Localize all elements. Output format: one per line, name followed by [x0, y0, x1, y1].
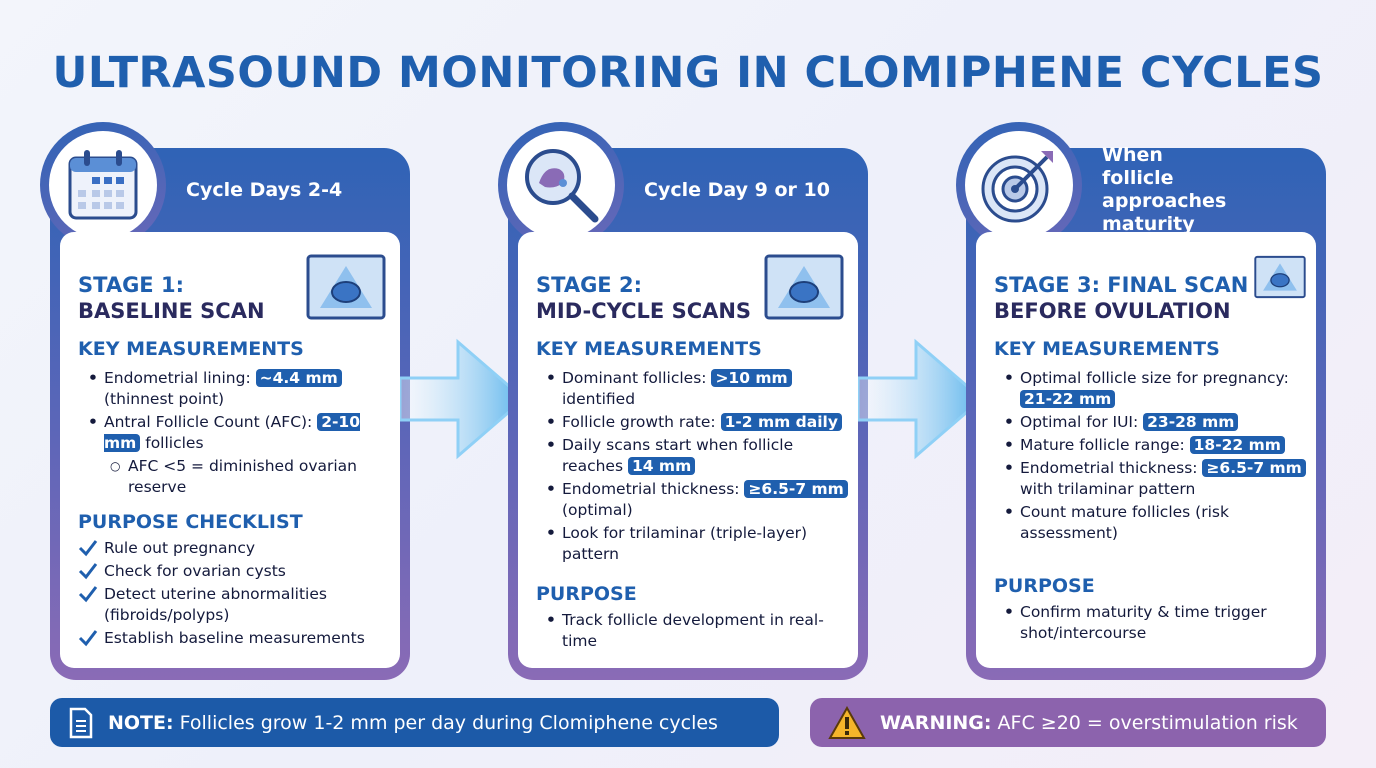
list-item: Count mature follicles (risk assessment)	[992, 502, 1308, 544]
list-item: Endometrial thickness: ≥6.5-7 mm (optima…	[534, 479, 850, 521]
warning-icon	[828, 705, 866, 739]
note-banner: NOTE: Follicles grow 1-2 mm per day duri…	[50, 698, 779, 747]
checkmark-icon	[78, 630, 98, 647]
stage-1-icon-badge	[40, 122, 166, 248]
warning-banner: WARNING: AFC ≥20 = overstimulation risk	[810, 698, 1326, 747]
ultrasound-icon	[1254, 255, 1306, 299]
stage-3-key-heading: KEY MEASUREMENTS	[994, 338, 1220, 360]
page-title: ULTRASOUND MONITORING IN CLOMIPHENE CYCL…	[52, 48, 1324, 98]
stage-1-key-heading: KEY MEASUREMENTS	[78, 338, 304, 360]
warning-text: AFC ≥20 = overstimulation risk	[991, 711, 1298, 734]
note-label: NOTE:	[108, 711, 174, 734]
list-item: Dominant follicles: >10 mm identified	[534, 368, 850, 410]
stage-3-key-list: Optimal follicle size for pregnancy: 21-…	[992, 368, 1308, 546]
flow-arrow-1	[400, 338, 527, 460]
stage-2-timing: Cycle Day 9 or 10	[644, 178, 830, 201]
list-item: AFC <5 = diminished ovarian reserve	[76, 456, 392, 498]
stage-1-purpose-list: Rule out pregnancy Check for ovarian cys…	[76, 538, 392, 651]
stage-3-purpose-list: Confirm maturity & time trigger shot/int…	[992, 602, 1308, 646]
stage-2-icon-badge	[498, 122, 624, 248]
stage-1-key-list: Endometrial lining: ~4.4 mm (thinnest po…	[76, 368, 392, 500]
ultrasound-icon	[764, 254, 844, 320]
stage-3-title: STAGE 3: FINAL SCAN BEFORE OVULATION	[994, 273, 1249, 323]
checkmark-icon	[78, 586, 98, 603]
stage-1-purpose-heading: PURPOSE CHECKLIST	[78, 511, 303, 533]
stage-1-title: STAGE 1: BASELINE SCAN	[78, 273, 265, 323]
stage-2-purpose-heading: PURPOSE	[536, 583, 637, 605]
list-item: Endometrial thickness: ≥6.5-7 mm with tr…	[992, 458, 1308, 500]
list-item: Establish baseline measurements	[76, 628, 392, 649]
list-item: Antral Follicle Count (AFC): 2-10 mm fol…	[76, 412, 392, 454]
flow-arrow-2	[858, 338, 985, 460]
list-item: Confirm maturity & time trigger shot/int…	[992, 602, 1308, 644]
list-item: Check for ovarian cysts	[76, 561, 392, 582]
list-item: Optimal follicle size for pregnancy: 21-…	[992, 368, 1308, 410]
stage-2-card: Cycle Day 9 or 10 STAGE 2: MID-CYCLE SCA…	[498, 122, 868, 680]
calendar-icon	[68, 150, 138, 220]
stage-2-title: STAGE 2: MID-CYCLE SCANS	[536, 273, 752, 323]
checkmark-icon	[78, 563, 98, 580]
stage-3-body: STAGE 3: FINAL SCAN BEFORE OVULATION KEY…	[976, 232, 1316, 668]
list-item: Track follicle development in real-time	[534, 610, 850, 652]
stage-1-timing: Cycle Days 2-4	[186, 178, 343, 201]
stage-2-key-heading: KEY MEASUREMENTS	[536, 338, 762, 360]
list-item: Endometrial lining: ~4.4 mm (thinnest po…	[76, 368, 392, 410]
stage-2-purpose-list: Track follicle development in real-time	[534, 610, 850, 654]
magnifier-icon	[525, 149, 599, 223]
list-item: Optimal for IUI: 23-28 mm	[992, 412, 1308, 433]
note-text: Follicles grow 1-2 mm per day during Clo…	[173, 711, 718, 734]
stage-1-body: STAGE 1: BASELINE SCAN KEY MEASUREMENTS …	[60, 232, 400, 668]
list-item: Daily scans start when follicle reaches …	[534, 435, 850, 477]
stage-3-card: When follicle approaches maturity STAGE …	[956, 122, 1326, 680]
warning-label: WARNING:	[880, 711, 992, 734]
stage-3-purpose-heading: PURPOSE	[994, 575, 1095, 597]
stage-3-icon-badge	[956, 122, 1082, 248]
list-item: Follicle growth rate: 1-2 mm daily	[534, 412, 850, 433]
ultrasound-icon	[306, 254, 386, 320]
stage-3-timing: When follicle approaches maturity	[1102, 144, 1227, 235]
target-icon	[981, 151, 1053, 223]
list-item: Look for trilaminar (triple-layer) patte…	[534, 523, 850, 565]
stage-2-body: STAGE 2: MID-CYCLE SCANS KEY MEASUREMENT…	[518, 232, 858, 668]
stage-1-card: Cycle Days 2-4 STAGE 1: BASELINE SCAN	[40, 122, 410, 680]
list-item: Rule out pregnancy	[76, 538, 392, 559]
list-item: Detect uterine abnormalities (fibroids/p…	[76, 584, 392, 626]
document-icon	[69, 707, 93, 738]
checkmark-icon	[78, 540, 98, 557]
list-item: Mature follicle range: 18-22 mm	[992, 435, 1308, 456]
stage-2-key-list: Dominant follicles: >10 mm identified Fo…	[534, 368, 850, 567]
